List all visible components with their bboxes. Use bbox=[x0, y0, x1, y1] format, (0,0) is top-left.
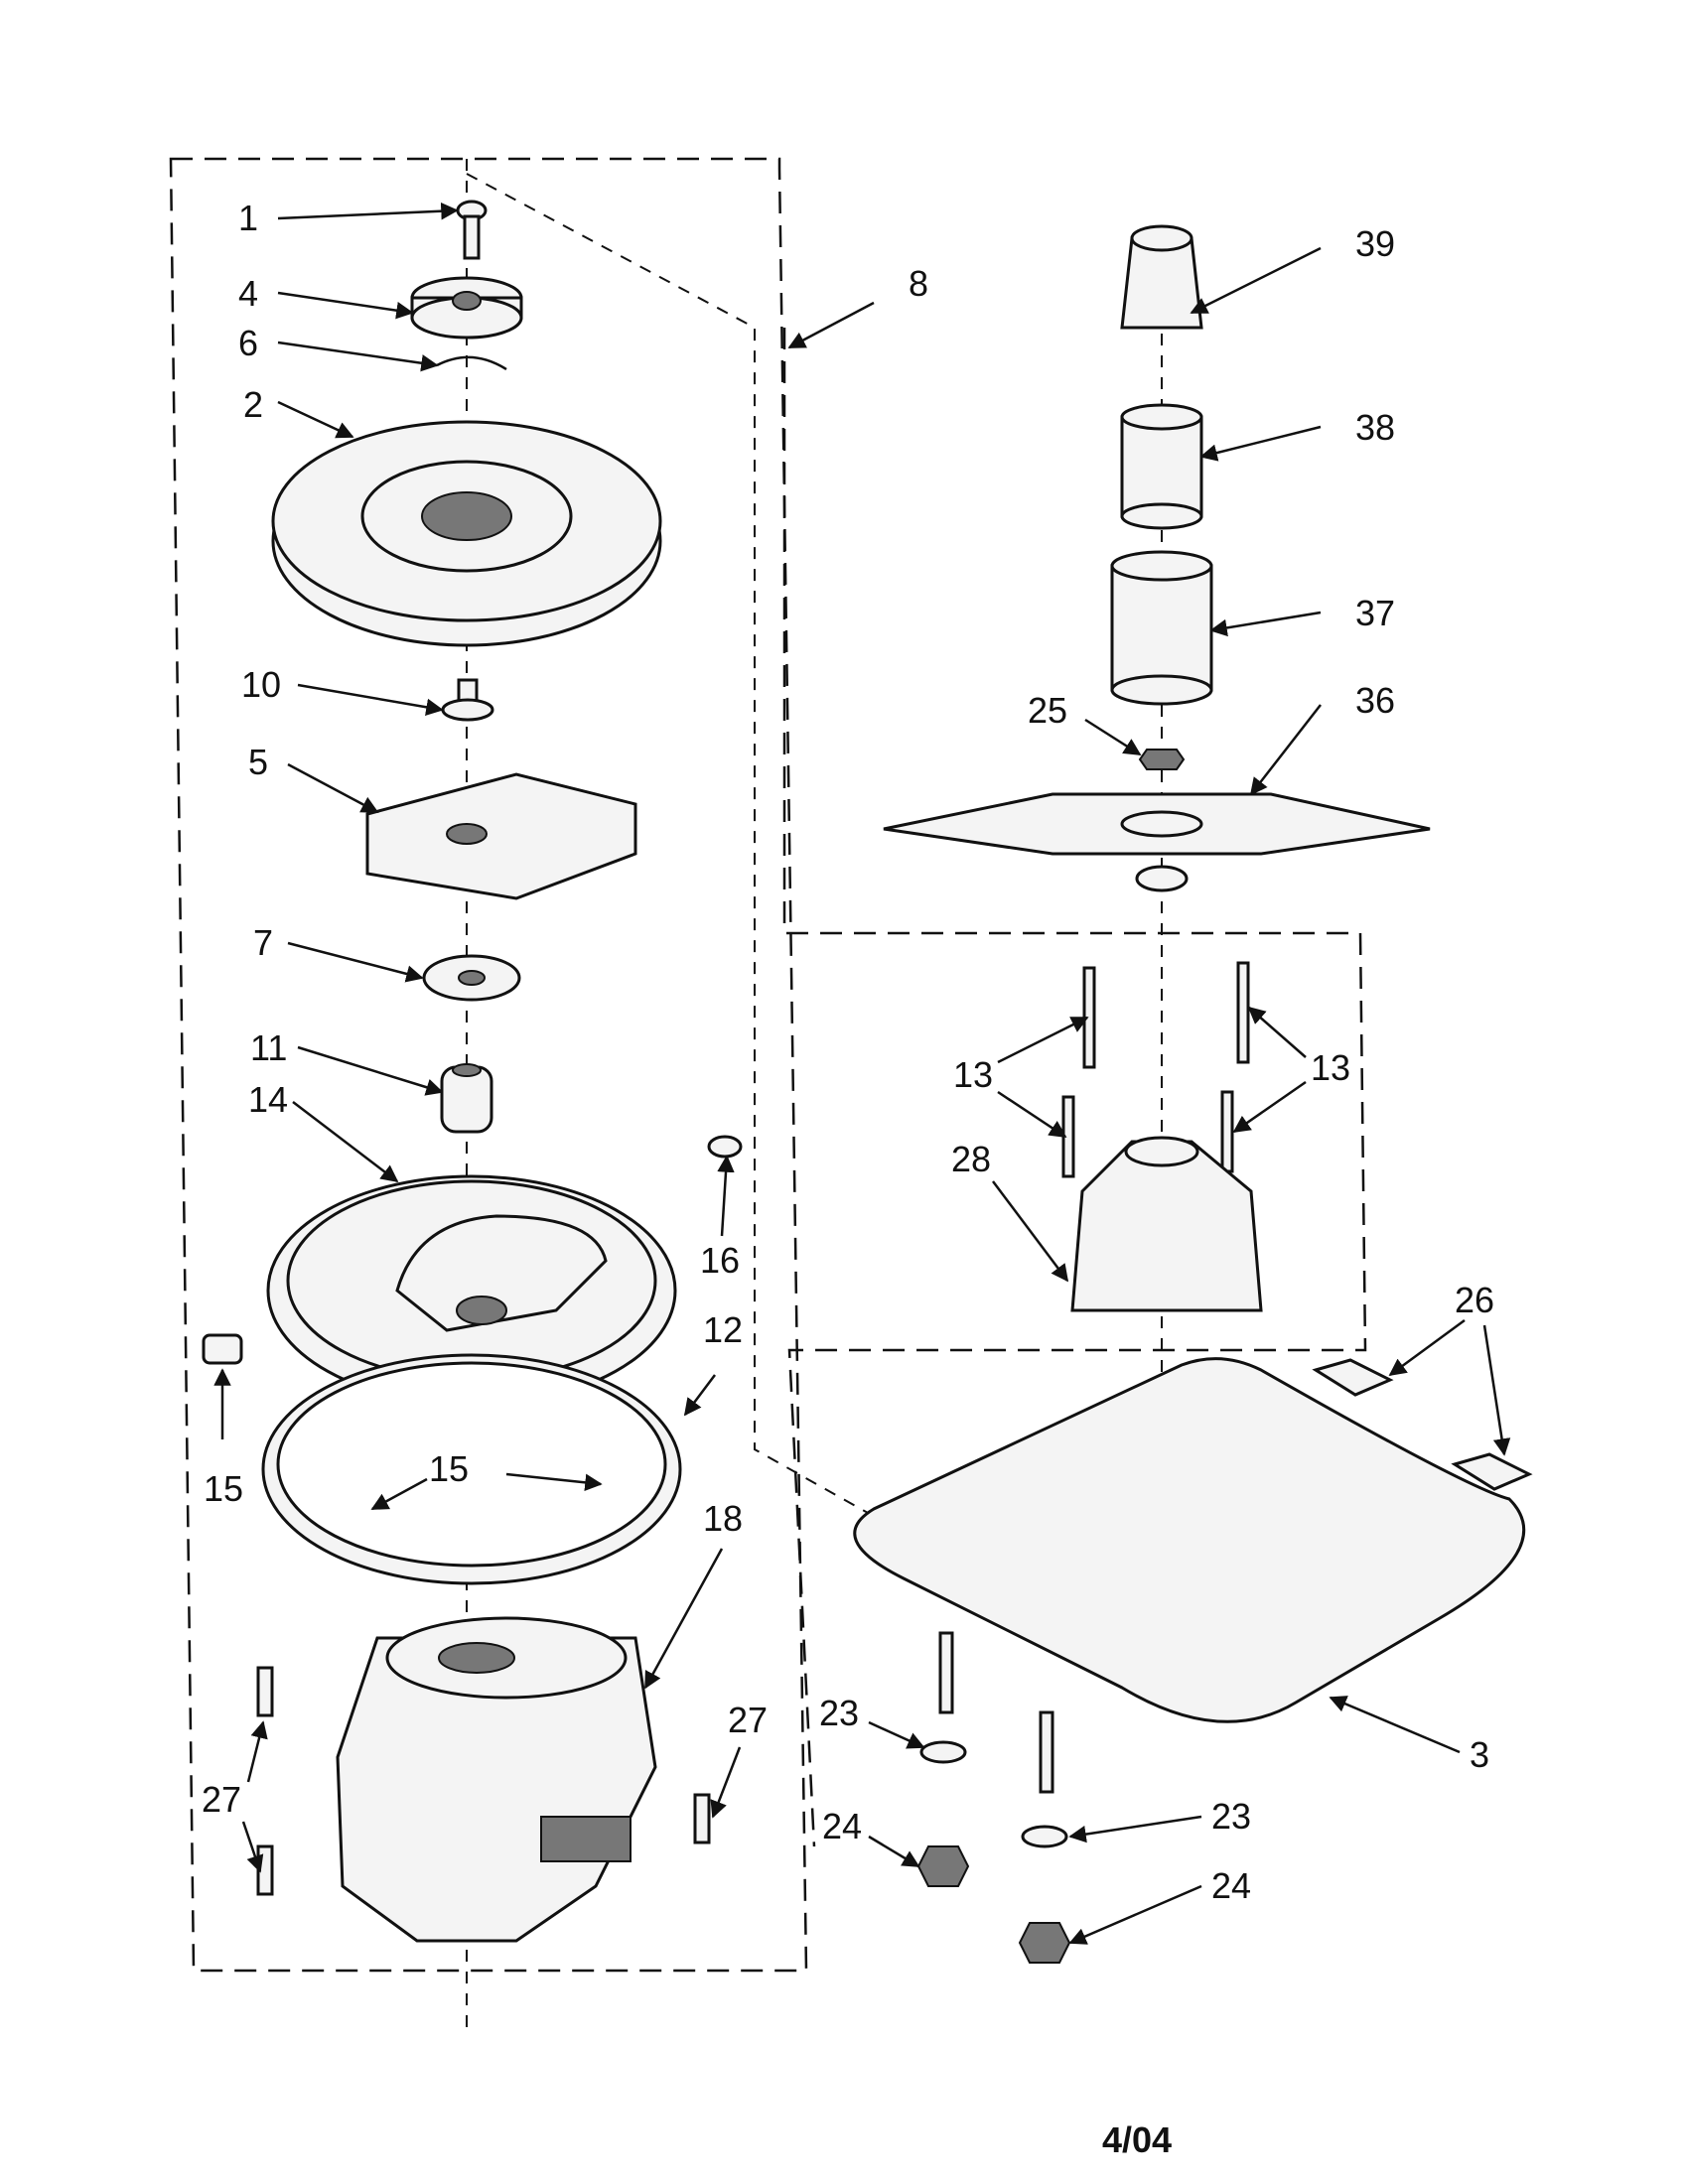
pump-housing-part bbox=[1070, 1136, 1263, 1312]
washer-part bbox=[441, 678, 494, 722]
label-part-25: 25 bbox=[1028, 690, 1067, 731]
sump-gasket-part bbox=[853, 1357, 1526, 1723]
gasket-part bbox=[261, 1353, 682, 1585]
hub-part bbox=[410, 276, 523, 340]
label-part-27-right: 27 bbox=[728, 1700, 768, 1740]
label-part-11: 11 bbox=[250, 1027, 287, 1068]
clip-part bbox=[436, 355, 507, 371]
motor-screw-upper bbox=[256, 1666, 274, 1717]
label-part-28: 28 bbox=[951, 1139, 991, 1179]
label-part-24-right: 24 bbox=[1211, 1865, 1251, 1906]
nozzle-part bbox=[1120, 224, 1203, 330]
connection-line bbox=[466, 173, 1163, 1679]
label-part-12: 12 bbox=[703, 1309, 743, 1350]
label-part-15-left: 15 bbox=[204, 1468, 243, 1509]
label-part-37: 37 bbox=[1355, 593, 1395, 633]
label-part-2: 2 bbox=[243, 384, 263, 425]
label-part-15-center: 15 bbox=[429, 1448, 469, 1489]
label-part-10: 10 bbox=[241, 664, 281, 705]
label-part-7: 7 bbox=[253, 922, 273, 963]
label-part-8: 8 bbox=[909, 263, 928, 304]
lower-screws bbox=[938, 1631, 1054, 1794]
label-part-26: 26 bbox=[1455, 1280, 1494, 1320]
bearing-part bbox=[440, 1063, 493, 1134]
label-part-24-left: 24 bbox=[822, 1806, 862, 1846]
label-part-38: 38 bbox=[1355, 407, 1395, 448]
clip-16-part bbox=[707, 1135, 743, 1159]
housing-part bbox=[365, 772, 637, 900]
part-labels: 1 4 6 2 10 5 7 11 14 16 15 15 12 18 27 2… bbox=[202, 198, 1494, 1906]
label-part-1: 1 bbox=[238, 198, 258, 238]
motor-screw-right bbox=[693, 1793, 711, 1844]
label-part-36: 36 bbox=[1355, 680, 1395, 721]
motor-part bbox=[336, 1616, 657, 1943]
label-part-18: 18 bbox=[703, 1498, 743, 1539]
footer-date: 4/04 bbox=[1102, 2119, 1172, 2160]
tube-38-part bbox=[1120, 403, 1203, 530]
label-part-6: 6 bbox=[238, 323, 258, 363]
nut-part bbox=[1138, 749, 1186, 770]
tube-37-part bbox=[1110, 550, 1213, 706]
gear-part bbox=[271, 420, 662, 647]
label-part-13-left: 13 bbox=[953, 1054, 993, 1095]
spray-arm-part bbox=[883, 792, 1431, 892]
motor-assembly-box bbox=[169, 157, 808, 1973]
label-part-23-right: 23 bbox=[1211, 1796, 1251, 1837]
label-part-23-left: 23 bbox=[819, 1693, 859, 1733]
spray-arm-box bbox=[782, 328, 1367, 1847]
sprocket-part bbox=[422, 954, 521, 1002]
foot-part-left bbox=[202, 1333, 243, 1365]
label-part-3: 3 bbox=[1470, 1734, 1489, 1775]
label-part-14: 14 bbox=[248, 1079, 288, 1120]
label-part-13-right: 13 bbox=[1311, 1047, 1350, 1088]
label-part-16: 16 bbox=[700, 1240, 740, 1281]
label-part-5: 5 bbox=[248, 742, 268, 782]
label-part-39: 39 bbox=[1355, 223, 1395, 264]
leader-lines bbox=[213, 202, 1511, 1945]
bracket-part bbox=[1312, 1358, 1533, 1491]
label-part-4: 4 bbox=[238, 273, 258, 314]
label-part-27-left: 27 bbox=[202, 1779, 241, 1820]
screw-part bbox=[456, 200, 488, 260]
